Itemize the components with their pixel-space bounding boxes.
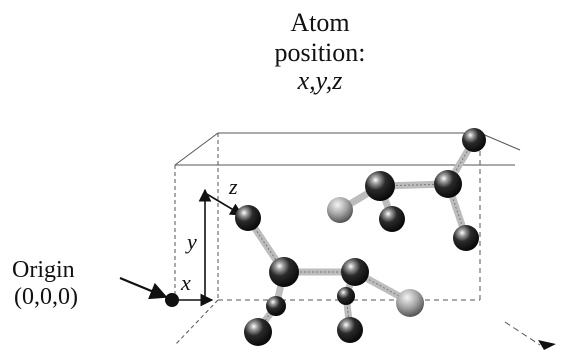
- origin-pointer-arrow: [119, 276, 168, 300]
- box-edge-back-diag-bottom: [174, 299, 219, 346]
- atoms: [235, 128, 486, 346]
- title-line-1: Atom: [290, 8, 350, 37]
- z-axis-arrow: [204, 192, 244, 216]
- unit-cell-box: [174, 132, 541, 346]
- origin-coords: (0,0,0): [14, 284, 78, 310]
- atom-dark: [341, 258, 369, 286]
- atom-dark: [269, 257, 299, 287]
- atom-dark: [379, 206, 405, 232]
- atom-grey: [396, 289, 424, 317]
- atom-dark: [462, 128, 486, 152]
- y-axis-label: y: [187, 229, 197, 254]
- atom-dark: [337, 287, 355, 305]
- atom-dark: [244, 318, 272, 346]
- box-edge-top-left: [174, 132, 219, 166]
- origin-dot: [165, 293, 179, 307]
- box-edge-top-right: [479, 132, 521, 151]
- atom-dark: [365, 171, 395, 201]
- box-edge-bottom-right: [504, 321, 541, 346]
- atom-dark: [266, 296, 286, 316]
- atom-dark: [434, 170, 462, 198]
- x-axis-label: x: [181, 270, 191, 295]
- z-axis-label: z: [229, 174, 238, 199]
- origin-label: Origin: [12, 257, 75, 283]
- atom-dark: [453, 225, 479, 251]
- atom-grey: [327, 197, 353, 223]
- atom-dark: [235, 205, 261, 231]
- title-line-3: x,y,z: [297, 66, 343, 95]
- axes: [175, 188, 244, 307]
- title-line-2: position:: [274, 38, 366, 67]
- atom-dark: [337, 317, 363, 343]
- corner-mark: [538, 340, 556, 350]
